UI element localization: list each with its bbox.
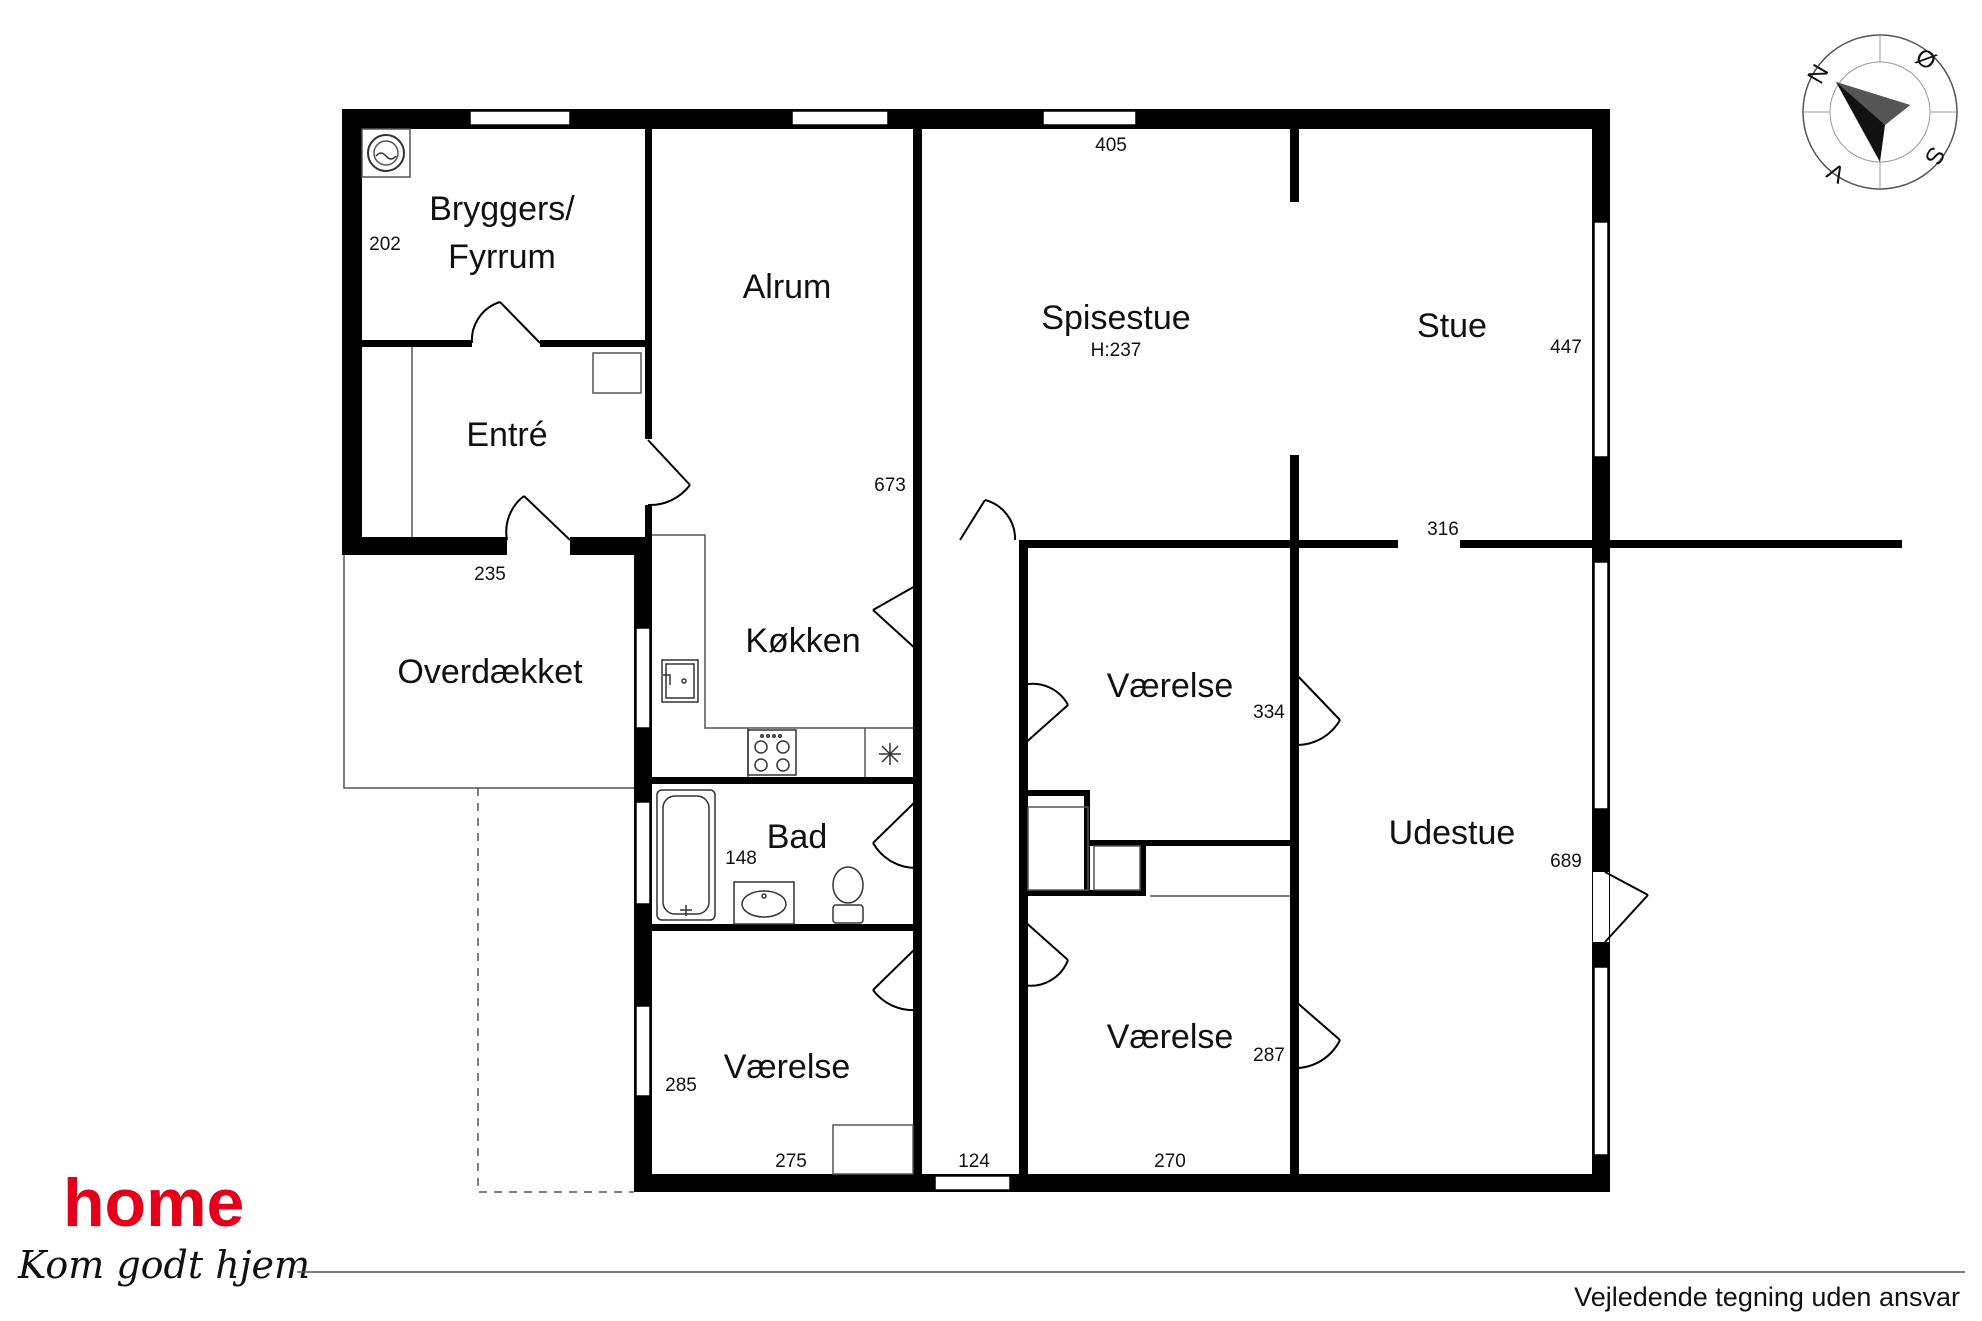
dimension-label: 124: [958, 1151, 990, 1172]
compass-north-label: N: [1802, 60, 1834, 89]
room-label-bad: Bad: [767, 818, 828, 856]
ceiling-height: H:237: [1091, 340, 1142, 361]
dimension-label: 316: [1427, 519, 1459, 540]
toilet-icon: [832, 866, 864, 924]
dimension-label: 334: [1253, 702, 1285, 723]
doors: [470, 301, 1649, 1070]
room-label-vaerelse-mid-top: Værelse: [1107, 667, 1234, 705]
dimension-label: 447: [1550, 337, 1582, 358]
room-labels: Bryggers/ Fyrrum Alrum Spisestue H:237 S…: [397, 190, 1515, 1086]
walls-fix: [1028, 540, 1592, 548]
snowflake-icon: [879, 743, 901, 765]
room-label-kokken: Køkken: [745, 622, 860, 660]
compass-west-label: V: [1823, 157, 1850, 188]
bathroom-sink-icon: [733, 881, 795, 925]
dimension-label: 275: [775, 1151, 807, 1172]
brand-logo-text: home: [63, 1165, 244, 1241]
disclaimer-text: Vejledende tegning uden ansvar: [1574, 1282, 1960, 1312]
room-label-vaerelse-bottom-left: Værelse: [724, 1048, 851, 1086]
compass-east-label: Ø: [1911, 43, 1941, 76]
compass: N Ø S V: [1802, 34, 1958, 190]
room-label-stue: Stue: [1417, 307, 1487, 345]
dimension-label: 673: [874, 475, 906, 496]
compass-south-label: S: [1919, 142, 1950, 169]
fixtures: [343, 347, 1290, 1193]
room-label-fyrrum: Fyrrum: [448, 238, 556, 276]
dimension-label: 202: [369, 234, 401, 255]
brand-slogan: Kom godt hjem: [17, 1243, 310, 1287]
washing-machine-icon: [361, 128, 411, 178]
bathtub-icon: [656, 789, 716, 921]
dimension-label: 405: [1095, 135, 1127, 156]
room-label-udestue: Udestue: [1389, 814, 1516, 852]
stove-icon: [747, 729, 797, 776]
brand-logo: home Kom godt hjem: [17, 1165, 310, 1287]
dimension-label: 689: [1550, 851, 1582, 872]
room-label-bryggers: Bryggers/: [429, 190, 575, 228]
room-label-alrum: Alrum: [743, 268, 832, 306]
dimension-label: 148: [725, 848, 757, 869]
dimension-label: 270: [1154, 1151, 1186, 1172]
dimension-label: 287: [1253, 1045, 1285, 1066]
dimension-label: 285: [665, 1075, 697, 1096]
wall-openings: [469, 110, 1609, 1191]
kitchen-sink-icon: [661, 659, 699, 703]
room-label-overdaekket: Overdækket: [397, 653, 583, 691]
dimension-label: 235: [474, 564, 506, 585]
dimension-labels: 202 405 447 673 316 235 334 689 148 285 …: [369, 135, 1582, 1172]
room-label-vaerelse-bottom-mid: Værelse: [1107, 1018, 1234, 1056]
room-label-spisestue: Spisestue: [1041, 299, 1190, 337]
room-label-entre: Entré: [466, 416, 547, 454]
